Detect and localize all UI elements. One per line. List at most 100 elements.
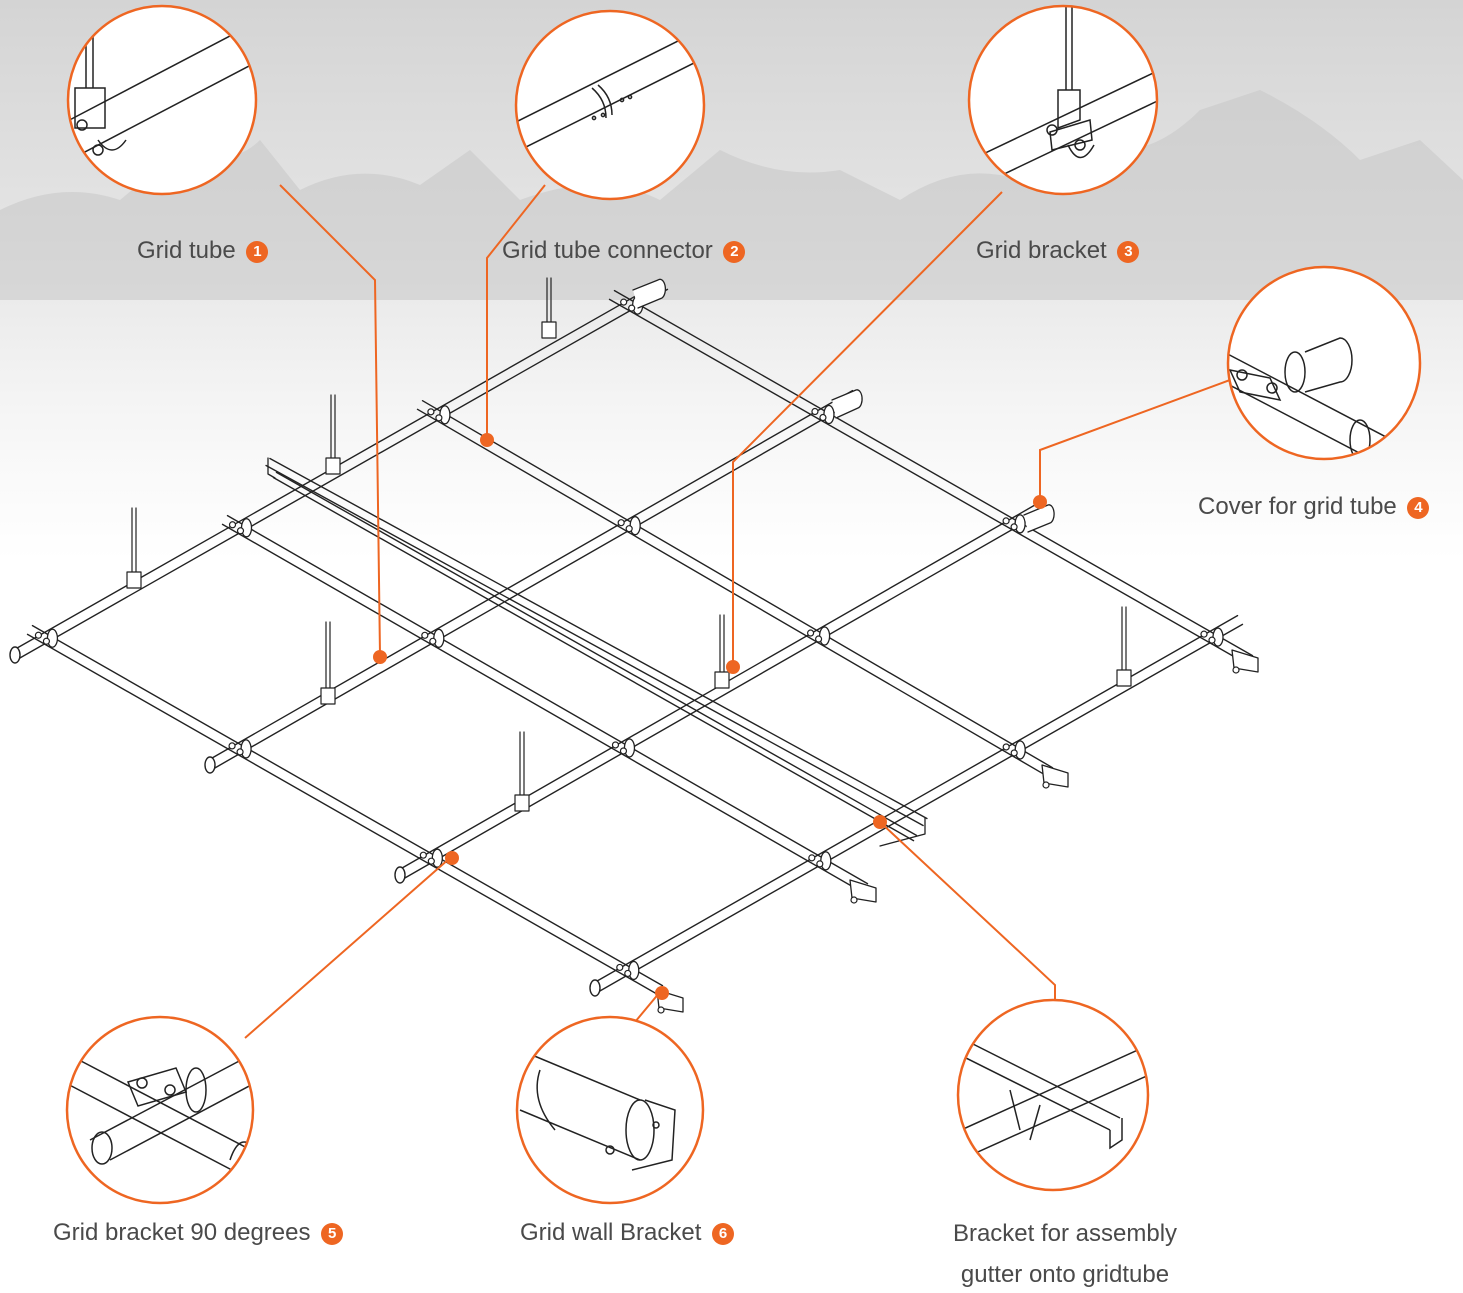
hanger-bracket: [320, 687, 336, 705]
crowd-silhouette: [0, 90, 1463, 300]
grid-tube-3: [591, 614, 1239, 985]
bracket-bolt: [819, 413, 827, 422]
detail-grid-bracket: [967, 4, 1159, 196]
leader-line-3: [732, 191, 1003, 665]
grid-tube-2: [401, 508, 1049, 881]
bracket-bolt: [811, 407, 819, 416]
label-grid-tube: Grid tube 1: [137, 236, 269, 266]
hanger-bracket: [541, 321, 557, 339]
label-text: Cover for grid tube: [1198, 493, 1397, 520]
hanger-bracket: [1116, 669, 1132, 687]
grid-tube-cross-1: [221, 523, 864, 894]
label-grid-tube-connector: Grid tube connector 2: [502, 236, 746, 266]
label-text: Grid wall Bracket: [520, 1219, 702, 1246]
hanger-bracket: [514, 794, 530, 812]
grid-bracket: [1014, 514, 1026, 534]
bracket-bolt: [808, 854, 816, 862]
grid-tube-cross-2: [421, 399, 1054, 769]
grid-bracket: [46, 628, 59, 648]
grid-tube-cross-1: [226, 514, 869, 885]
bracket-bolt: [625, 525, 633, 533]
bracket-bolt: [427, 408, 435, 416]
label-text: Grid tube connector: [502, 237, 713, 264]
callout-dot-3: [726, 660, 740, 674]
number-badge-3: 3: [1117, 241, 1140, 263]
grid-tube-1: [211, 398, 859, 771]
tube-end-cap: [589, 979, 601, 997]
gutter-end: [267, 457, 276, 479]
grid-bracket: [818, 626, 831, 646]
grid-tube-cross-0: [26, 633, 659, 996]
grid-tube-cross-3: [608, 298, 1249, 666]
number-badge-6: 6: [712, 1223, 735, 1245]
bracket-bolt: [1208, 636, 1216, 644]
label-cover-for-grid-tube: Cover for grid tube 4: [1198, 492, 1430, 522]
bracket-bolt: [236, 748, 244, 756]
tube-cover: [831, 389, 863, 419]
callout-dot-5: [445, 851, 459, 865]
grid-tube-cross-3: [613, 289, 1254, 657]
bracket-bolt: [619, 747, 628, 755]
grid-bracket: [240, 518, 253, 538]
grid-bracket: [439, 405, 451, 425]
callout-dot-7: [873, 815, 887, 829]
wall-bracket-bolt: [657, 1006, 665, 1014]
label-grid-wall-bracket: Grid wall Bracket 6: [520, 1218, 735, 1248]
label-text: Grid bracket: [976, 237, 1107, 264]
bracket-bolt: [624, 969, 632, 978]
grid-bracket: [431, 848, 443, 868]
bracket-bolt: [429, 637, 437, 645]
label-text: Bracket for assembly gutter onto gridtub…: [952, 1220, 1178, 1288]
detail-grid-wall-bracket: [515, 1015, 705, 1205]
gutter-end: [879, 817, 926, 847]
bracket-bolt: [628, 304, 636, 312]
callout-dot-4: [1033, 495, 1047, 509]
number-badge-2: 2: [723, 241, 746, 263]
bracket-bolt: [616, 963, 624, 972]
bracket-bolt: [816, 860, 824, 868]
bracket-bolt: [806, 629, 815, 637]
bracket-bolt: [236, 527, 245, 535]
label-grid-bracket-90-degrees: Grid bracket 90 degrees 5: [53, 1218, 344, 1248]
bracket-bolt: [421, 631, 429, 639]
bracket-bolt: [419, 851, 427, 859]
grid-wall-bracket: [849, 879, 877, 903]
grid-bracket: [629, 516, 641, 536]
grid-tube-3: [596, 623, 1244, 994]
detail-grid-tube-connector: [514, 9, 706, 201]
grid-bracket: [823, 404, 835, 425]
detail-gutter-bracket: [956, 998, 1150, 1192]
label-text: Grid tube: [137, 237, 236, 264]
grid-bracket: [1212, 627, 1224, 647]
tube-cover: [1023, 504, 1055, 533]
grid-wall-bracket: [1231, 649, 1259, 673]
number-badge-1: 1: [246, 241, 269, 263]
label-gutter-bracket: Bracket for assembly gutter onto gridtub…: [935, 1213, 1195, 1293]
leader-line-2: [486, 184, 546, 438]
assembly-gutter-inner: [275, 471, 918, 837]
grid-bracket: [623, 738, 636, 758]
grid-bracket: [240, 739, 252, 759]
number-badge-5: 5: [321, 1223, 344, 1245]
tube-end-cap: [394, 866, 406, 884]
bracket-bolt: [617, 519, 625, 527]
leader-line-7: [879, 821, 1056, 1000]
bracket-bolt: [427, 857, 435, 865]
bracket-bolt: [1002, 743, 1010, 751]
wall-bracket-bolt: [1232, 666, 1240, 674]
hanger-bracket: [126, 571, 142, 589]
detail-cover-for-grid-tube: [1226, 265, 1422, 461]
bracket-bolt: [34, 631, 43, 639]
label-text: Grid bracket 90 degrees: [53, 1219, 311, 1246]
grid-bracket: [628, 960, 640, 981]
callout-dots: [373, 433, 1047, 1000]
wall-bracket-bolt: [850, 896, 858, 904]
bracket-bolt: [1010, 749, 1018, 757]
bracket-bolt: [611, 741, 620, 749]
callout-dot-2: [480, 433, 494, 447]
detail-grid-bracket-90-degrees: [65, 1015, 255, 1205]
bracket-bolt: [814, 635, 823, 643]
grid-tube-1: [206, 389, 854, 762]
